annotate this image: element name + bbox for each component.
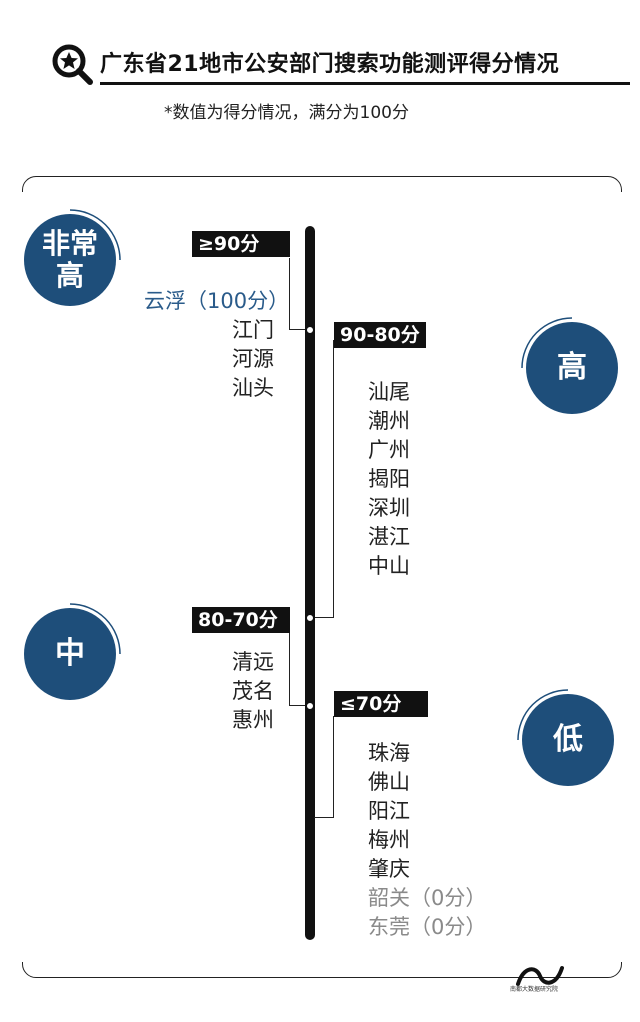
city-label: 广州: [368, 438, 410, 462]
level-label-very-high: 非常高: [41, 227, 98, 292]
brand-logo-text: 南都大数据研究院: [510, 986, 559, 993]
level-label-low: 低: [553, 722, 583, 757]
tier-bracket: [314, 716, 334, 818]
city-label: 汕头: [232, 376, 274, 400]
page-subtitle: *数值为得分情况，满分为100分: [164, 103, 409, 123]
brand-logo-icon: [516, 966, 564, 986]
search-star-icon: [52, 44, 93, 85]
city-label: 汕尾: [368, 380, 410, 404]
level-label-high: 高: [557, 350, 587, 385]
tier-tag-70-below: ≤70分: [334, 691, 428, 717]
page-title: 广东省21地市公安部门搜索功能测评得分情况: [100, 52, 560, 77]
tier-tag-90-plus: ≥90分: [192, 231, 290, 257]
title-underline: [100, 82, 630, 85]
city-label: 茂名: [232, 679, 274, 703]
ring-decoration-icon: [69, 603, 121, 655]
city-label: 中山: [368, 554, 410, 578]
level-circle-medium: 中: [24, 603, 121, 700]
city-label: 潮州: [368, 409, 410, 433]
city-label: 深圳: [368, 496, 410, 520]
city-label: 清远: [232, 650, 274, 674]
ring-decoration-icon: [517, 689, 569, 741]
ring-decoration-icon: [521, 317, 573, 369]
level-label-medium: 中: [55, 636, 85, 671]
city-label: 云浮（100分）: [144, 289, 290, 313]
ring-decoration-icon: [69, 209, 121, 261]
timeline-dot: [305, 701, 315, 711]
city-label: 阳江: [368, 799, 410, 823]
tier-bracket: [289, 258, 309, 330]
city-label: 佛山: [368, 770, 410, 794]
city-label: 湛江: [368, 525, 410, 549]
city-label: 东莞（0分）: [368, 915, 487, 939]
timeline-spine: [305, 226, 315, 940]
tier-tag-80-70: 80-70分: [192, 607, 290, 633]
tier-tag-90-80: 90-80分: [334, 322, 426, 348]
city-label: 惠州: [232, 708, 274, 732]
header: 广东省21地市公安部门搜索功能测评得分情况: [50, 40, 630, 86]
level-circle-high: 高: [521, 317, 618, 414]
city-label: 肇庆: [368, 857, 410, 881]
tier-bracket: [289, 632, 309, 706]
city-label: 梅州: [368, 828, 410, 852]
tier-bracket: [314, 340, 334, 618]
level-circle-very-high: 非常高: [24, 209, 121, 306]
city-label: 揭阳: [368, 467, 410, 491]
city-label: 珠海: [368, 741, 410, 765]
timeline-dot: [305, 325, 315, 335]
city-label: 韶关（0分）: [368, 886, 487, 910]
level-circle-low: 低: [517, 689, 614, 786]
city-label: 江门: [232, 318, 274, 342]
city-label: 河源: [232, 347, 274, 371]
timeline-dot: [305, 613, 315, 623]
